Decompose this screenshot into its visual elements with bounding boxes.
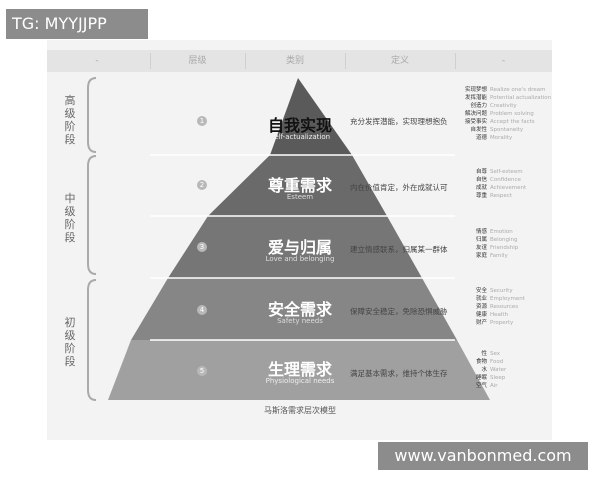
- level-number-5: 5: [197, 366, 207, 376]
- tier-definition-esteem: 内在价值肯定，外在成就认可: [350, 183, 448, 192]
- tier-title-love-belonging: 爱与归属: [267, 238, 332, 257]
- stage-label-mid: 中级阶段: [64, 192, 76, 244]
- tier-subtitle-physiological: Physiological needs: [265, 377, 335, 385]
- stage-bracket-high: [87, 77, 97, 153]
- level-number-2: 2: [197, 180, 207, 190]
- tier-safety: [131, 278, 457, 340]
- tier-definition-safety: 保障安全稳定，免除恐惧威胁: [350, 307, 448, 316]
- header-dash-left: -: [95, 56, 99, 66]
- stage-label-low: 初级阶段: [64, 316, 76, 368]
- tier-title-self-actualization: 自我实现: [267, 116, 332, 135]
- tier-definition-love-belonging: 建立情感联系，归属某一群体: [350, 245, 448, 254]
- tier-subtitle-esteem: Esteem: [286, 193, 314, 201]
- tier-title-esteem: 尊重需求: [267, 176, 332, 195]
- level-number-1: 1: [197, 116, 207, 126]
- watermark-url: www.vanbonmed.com: [378, 442, 588, 470]
- header-separator: [245, 53, 246, 69]
- tier-definition-self-actualization: 充分发挥潜能，实现理想抱负: [350, 117, 448, 126]
- tier-subtitle-self-actualization: Self-actualization: [269, 133, 331, 141]
- tier-self-actualization: [270, 78, 352, 155]
- stage-label-high: 高级阶段: [64, 94, 76, 146]
- diagram-caption: 马斯洛需求层次模型: [264, 406, 336, 415]
- header-separator: [345, 53, 346, 69]
- tier-subtitle-safety: Safety needs: [277, 317, 323, 325]
- tier-love-belonging: [168, 216, 422, 278]
- tier-title-physiological: 生理需求: [267, 360, 332, 379]
- tier-physiological: [108, 340, 490, 400]
- corner-tag: TG: MYYJJPP: [6, 9, 148, 39]
- header-separator: [150, 53, 151, 69]
- header-col-definition: 定义: [390, 56, 409, 66]
- header-dash-right: -: [501, 56, 506, 66]
- stage-bracket-low: [87, 279, 97, 401]
- tier-subtitle-love-belonging: Love and belonging: [265, 255, 335, 263]
- level-number-3: 3: [197, 242, 207, 252]
- header-bar: [47, 50, 552, 72]
- header-col-level: 层级: [188, 56, 207, 66]
- header-col-category: 类别: [285, 56, 304, 66]
- tier-title-safety: 安全需求: [267, 300, 332, 319]
- header-separator: [455, 53, 456, 69]
- tier-esteem: [208, 155, 387, 216]
- level-number-4: 4: [197, 305, 207, 315]
- stage-bracket-mid: [87, 155, 97, 275]
- tier-definition-physiological: 满足基本需求，维持个体生存: [350, 369, 448, 378]
